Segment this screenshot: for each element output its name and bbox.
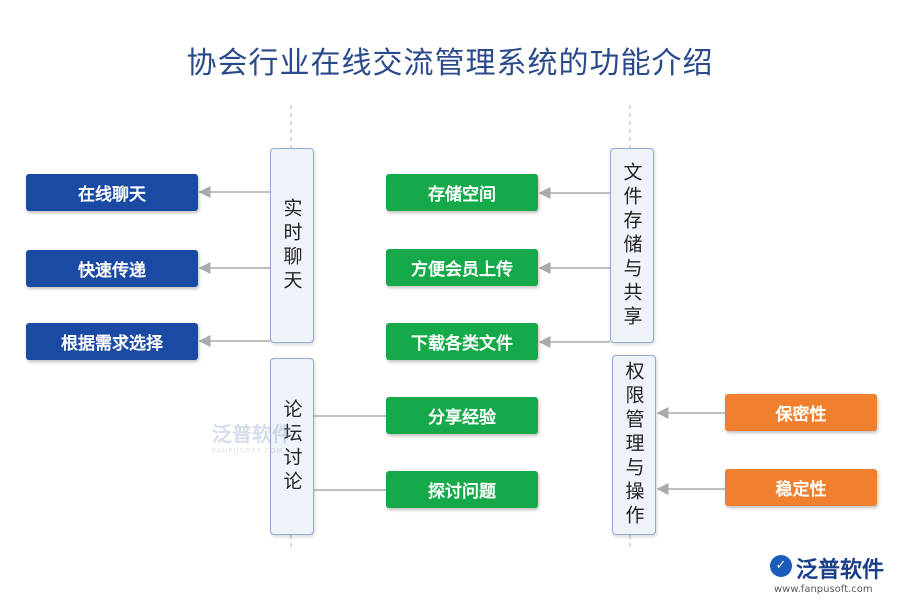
item-share-experience: 分享经验 [386,397,538,434]
brand-logo: ✓ 泛普软件 www.fanpusoft.com [770,552,884,595]
group-permission: 权限管理与操作 [612,355,656,535]
item-stability: 稳定性 [725,469,877,506]
group-label: 论坛讨论 [280,398,303,495]
item-storage-space: 存储空间 [386,174,538,211]
group-realtime-chat: 实时聊天 [270,148,314,343]
item-discuss-issues: 探讨问题 [386,471,538,508]
group-file-storage: 文件存储与共享 [610,148,654,343]
item-confidentiality: 保密性 [725,394,877,431]
page-title: 协会行业在线交流管理系统的功能介绍 [186,46,714,81]
group-forum: 论坛讨论 [270,358,314,535]
group-label: 实时聊天 [280,197,303,294]
item-fast-delivery: 快速传递 [26,250,198,287]
item-online-chat: 在线聊天 [26,174,198,211]
logo-name: 泛普软件 [796,558,885,583]
watermark-name: 泛普软件 [212,422,292,446]
watermark-url: FANPUSOFT.COM [212,447,284,455]
group-label: 权限管理与操作 [622,361,645,529]
watermark: 泛普软件 FANPUSOFT.COM [212,418,292,455]
item-member-upload: 方便会员上传 [386,249,538,286]
logo-icon: ✓ [770,555,792,577]
item-choose-by-need: 根据需求选择 [26,323,198,360]
logo-url: www.fanpusoft.com [774,584,873,595]
item-download-files: 下载各类文件 [386,323,538,360]
group-label: 文件存储与共享 [620,161,643,330]
